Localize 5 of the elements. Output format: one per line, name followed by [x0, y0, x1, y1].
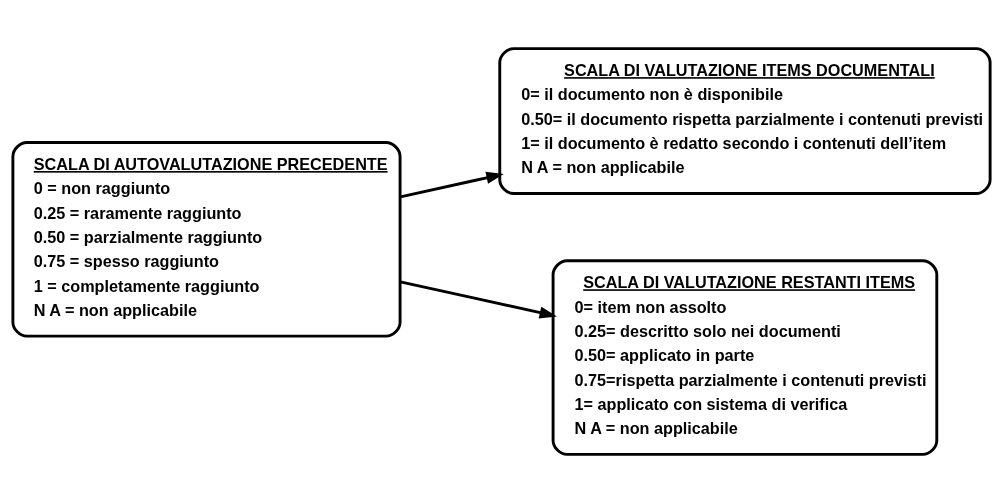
arrow	[400, 171, 504, 199]
node-box: SCALA DI VALUTAZIONE RESTANTI ITEMS 0= item non assolto 0.25= descritto solo nei documenti 0.50= applicato in parte 0.75=rispetta parzialmente i contenuti previsti 1= applicato con sistema di verifica N A = non applicabile	[551, 259, 939, 456]
node-box: SCALA DI VALUTAZIONE ITEMS DOCUMENTALI 0= il documento non è disponibile 0.50= il documento rispetta parzialmente i contenuti previsti 1= il documento è redatto secondo i contenuti dell’item N A = non applicabile	[498, 47, 992, 195]
node-box: SCALA DI AUTOVALUTAZIONE PRECEDENTE 0 = non raggiunto 0.25 = raramente raggiunto 0.50 = parzialmente raggiunto 0.75 = spesso raggiunto 1 = completamente raggiunto N A = non applicabile	[11, 141, 402, 338]
arrow	[400, 280, 557, 319]
